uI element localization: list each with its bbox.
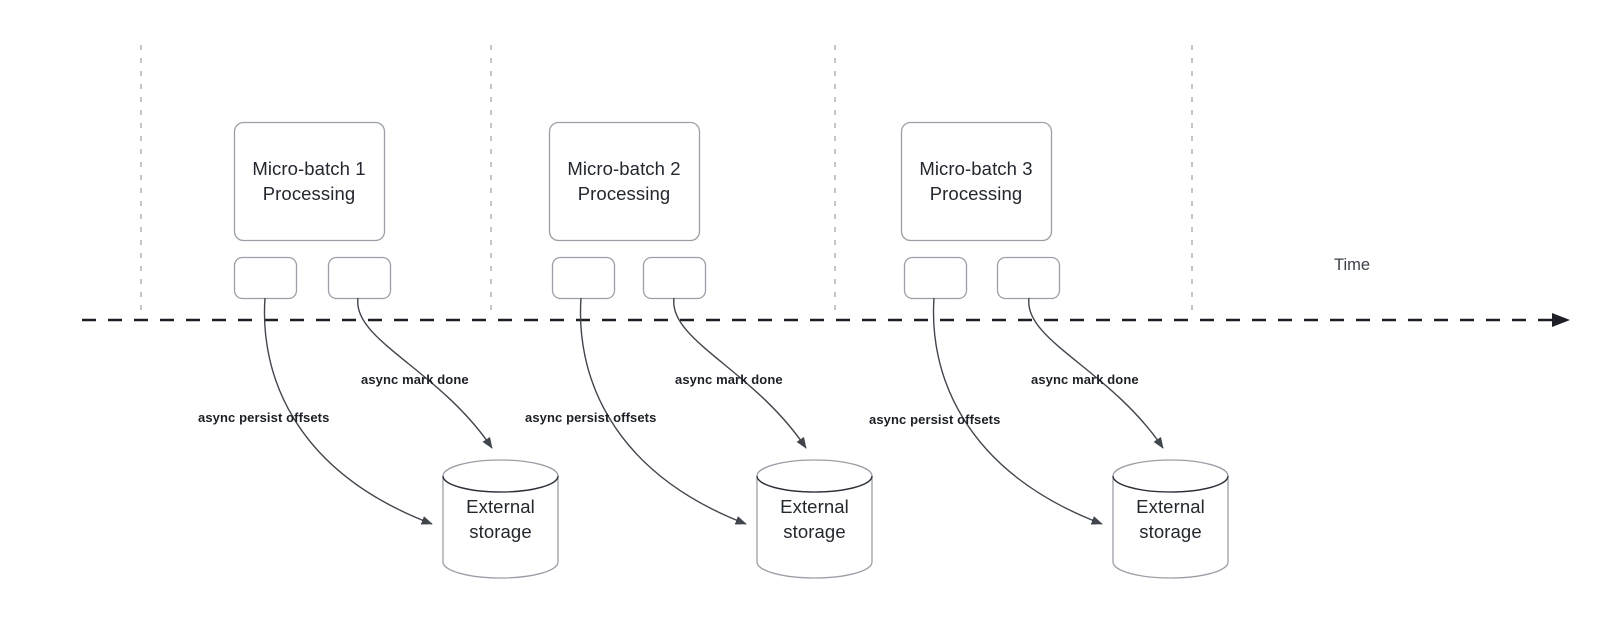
timeline-tick-group <box>140 45 1193 312</box>
edge-async-persist-offsets-1-label: async persist offsets <box>198 410 330 425</box>
task-box-markdone-2[interactable] <box>642 256 707 300</box>
edge-async-persist-offsets-3 <box>932 297 1103 525</box>
task-box-markdone-3[interactable] <box>996 256 1061 300</box>
micro-batch-box-3[interactable] <box>900 121 1053 242</box>
edge-async-persist-offsets-2-label: async persist offsets <box>525 410 657 425</box>
task-box-persist-1[interactable] <box>233 256 298 300</box>
time-axis <box>82 313 1570 327</box>
cylinder-body-2 <box>756 475 873 579</box>
cylinder-top-arc-3 <box>1112 475 1229 493</box>
task-box-persist-2[interactable] <box>551 256 616 300</box>
edge-async-persist-offsets-1 <box>263 297 433 525</box>
shapes-group <box>233 121 1229 579</box>
external-storage-cylinder-2[interactable] <box>756 459 873 579</box>
edge-async-mark-done-1 <box>357 297 493 449</box>
edge-async-mark-done-3 <box>1028 297 1164 449</box>
external-storage-cylinder-3[interactable] <box>1112 459 1229 579</box>
task-box-persist-3[interactable] <box>903 256 968 300</box>
external-storage-cylinder-1[interactable] <box>442 459 559 579</box>
edge-async-persist-offsets-3-label: async persist offsets <box>869 412 1001 427</box>
edges-group <box>263 297 1164 525</box>
cylinder-top-arc-2 <box>756 475 873 493</box>
time-axis-arrowhead <box>1552 313 1570 327</box>
cylinder-top-arc-1 <box>442 475 559 493</box>
time-axis-label: Time <box>1334 256 1371 274</box>
edge-async-persist-offsets-2 <box>579 297 747 525</box>
edge-async-mark-done-2 <box>673 297 807 449</box>
task-box-markdone-1[interactable] <box>327 256 392 300</box>
edge-async-mark-done-1-label: async mark done <box>361 372 469 387</box>
edge-async-mark-done-2-label: async mark done <box>675 372 783 387</box>
cylinder-body-1 <box>442 475 559 579</box>
micro-batch-box-1[interactable] <box>233 121 386 242</box>
micro-batch-box-2[interactable] <box>548 121 701 242</box>
cylinder-body-3 <box>1112 475 1229 579</box>
edge-async-mark-done-3-label: async mark done <box>1031 372 1139 387</box>
